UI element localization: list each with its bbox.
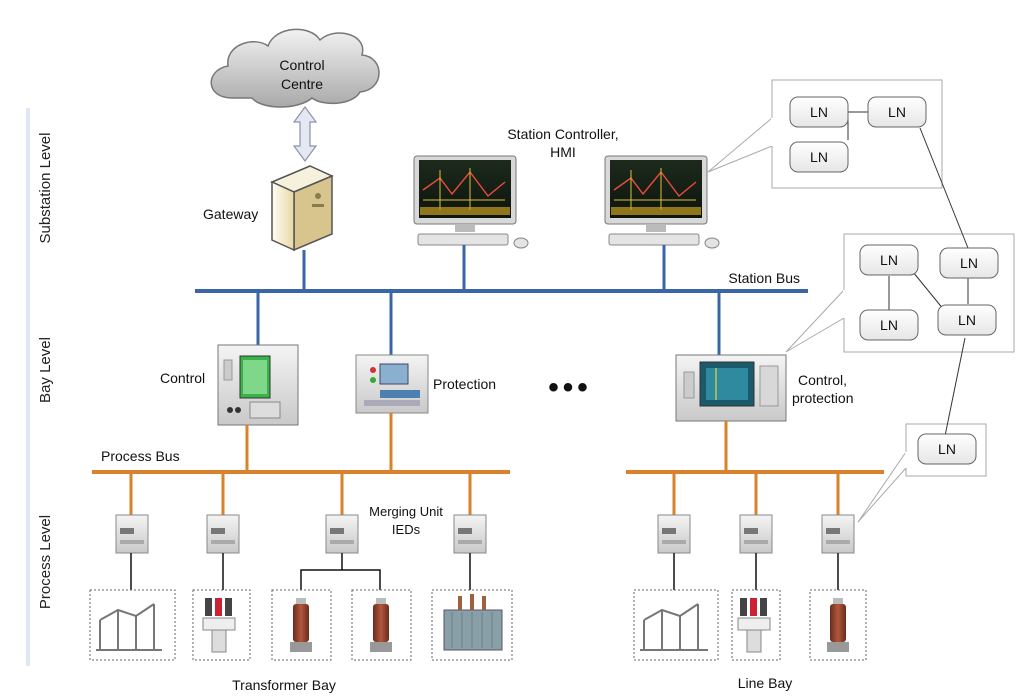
merging-unit-2 <box>206 514 240 554</box>
merging-unit-3 <box>325 514 359 554</box>
current-transformer-icon-1 <box>290 598 312 652</box>
ln-node-7-label: LN <box>958 312 976 328</box>
merging-unit-1 <box>115 514 149 554</box>
ln-node-6-label: LN <box>880 317 898 333</box>
disconnector-switch-icon-1 <box>96 603 162 651</box>
mu-equipment-connections <box>130 553 839 590</box>
line-bay-label: Line Bay <box>738 675 792 691</box>
control-ied-icon <box>217 344 299 426</box>
merging-unit-5 <box>657 514 691 554</box>
current-transformer-icon-3 <box>827 598 849 652</box>
ln-node-3-label: LN <box>810 149 828 165</box>
station-bus <box>195 245 808 355</box>
transformer-bay-label: Transformer Bay <box>232 677 336 693</box>
level-bar <box>26 108 30 666</box>
ln-node-8: LN <box>917 433 977 465</box>
cloud-label-line1: Control <box>279 57 324 73</box>
ln-node-5-label: LN <box>960 255 978 271</box>
control-protection-label-line2: protection <box>792 390 853 406</box>
merging-unit-label-line1: Merging Unit <box>369 504 443 519</box>
gateway-label: Gateway <box>203 206 258 222</box>
protection-ied-icon <box>355 354 429 414</box>
hmi-monitor-1 <box>413 155 529 249</box>
ln-node-4: LN <box>859 244 919 276</box>
control-centre-cloud: Control Centre <box>210 28 380 108</box>
double-arrow-icon <box>292 105 318 163</box>
ln-node-1: LN <box>789 96 849 128</box>
ln-node-1-label: LN <box>810 104 828 120</box>
ln-node-7: LN <box>937 304 997 336</box>
hmi-monitor-2 <box>604 155 720 249</box>
merging-unit-label-line2: IEDs <box>392 522 421 537</box>
ln-node-6: LN <box>859 309 919 341</box>
disconnector-switch-icon-2 <box>640 603 708 651</box>
more-bays-ellipsis: ••• <box>548 371 592 404</box>
merging-unit-7 <box>821 514 855 554</box>
control-protection-ied-icon <box>675 354 787 422</box>
substation-level-label: Substation Level <box>37 133 54 244</box>
station-controller-label-line1: Station Controller, <box>507 126 618 142</box>
station-controller-label-line2: HMI <box>550 144 576 160</box>
ln-node-2-label: LN <box>888 104 906 120</box>
process-bus-transformer <box>92 413 510 515</box>
station-bus-label: Station Bus <box>728 270 800 286</box>
process-bus-label: Process Bus <box>101 448 180 464</box>
control-protection-label-line1: Control, <box>798 372 847 388</box>
protection-label: Protection <box>433 376 496 392</box>
ln-node-5: LN <box>939 247 999 279</box>
ln-node-4-label: LN <box>880 252 898 268</box>
process-bus-line <box>626 421 884 515</box>
power-transformer-icon <box>443 594 503 651</box>
merging-unit-6 <box>739 514 773 554</box>
circuit-breaker-icon-1 <box>202 598 236 653</box>
merging-unit-4 <box>453 514 487 554</box>
control-label: Control <box>160 370 205 386</box>
process-level-label: Process Level <box>37 515 54 609</box>
current-transformer-icon-2 <box>370 598 392 652</box>
gateway-server-icon <box>270 165 334 252</box>
ln-node-8-label: LN <box>938 441 956 457</box>
circuit-breaker-icon-2 <box>737 598 771 653</box>
ln-node-2: LN <box>867 96 927 128</box>
bay-level-label: Bay Level <box>37 337 54 403</box>
ln-connections <box>888 127 969 437</box>
ln-node-3: LN <box>789 141 849 173</box>
cloud-label-line2: Centre <box>281 76 323 92</box>
